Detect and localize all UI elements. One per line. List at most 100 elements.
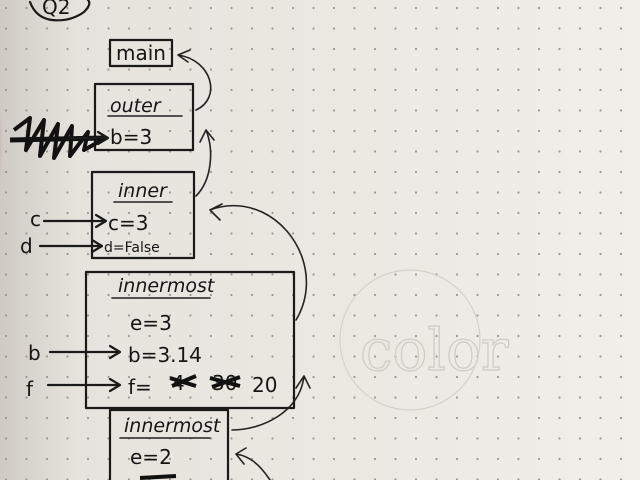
grid-dot: [148, 27, 151, 30]
grid-dot: [599, 437, 602, 440]
grid-dot: [373, 211, 377, 215]
grid-dot: [148, 109, 151, 112]
grid-dot: [209, 68, 213, 71]
thumb-edge: [0, 105, 14, 225]
grid-dot: [25, 355, 28, 358]
grid-dot: [148, 273, 151, 276]
grid-dot: [312, 355, 315, 358]
grid-dot: [148, 6, 151, 10]
grid-dot: [496, 252, 500, 256]
grid-dot: [373, 375, 377, 379]
grid-dot: [619, 109, 623, 112]
grid-dot: [271, 68, 274, 71]
grid-dot: [517, 334, 520, 338]
grid-dot: [230, 88, 233, 92]
grid-dot: [86, 416, 90, 420]
grid-dot: [148, 375, 151, 379]
grid-dot: [86, 211, 90, 215]
grid-dot: [455, 375, 459, 379]
grid-dot: [312, 375, 315, 379]
grid-dot: [599, 150, 602, 153]
grid-dot: [558, 191, 561, 194]
grid-dot: [558, 437, 561, 440]
grid-dot: [4, 129, 8, 133]
grid-dot: [517, 396, 520, 399]
grid-dot: [168, 47, 172, 51]
grid-dot: [4, 293, 8, 297]
grid-dot: [373, 170, 377, 174]
grid-dot: [66, 375, 69, 379]
grid-dot: [4, 396, 8, 399]
grid-dot: [414, 211, 418, 215]
grid-dot: [107, 232, 110, 235]
grid-dot: [271, 437, 274, 440]
grid-dot: [209, 232, 213, 235]
grid-dot: [558, 416, 561, 420]
grid-dot: [496, 170, 500, 174]
grid-dot: [353, 129, 356, 133]
crossed-out-values: 4 30: [169, 371, 241, 395]
grid-dot: [86, 150, 90, 153]
grid-dot: [4, 6, 8, 10]
grid-dot: [537, 88, 541, 92]
grid-dot: [599, 293, 602, 297]
grid-dot: [558, 273, 561, 276]
grid-dot: [558, 6, 561, 10]
frame-innermost-1-title: innermost: [118, 275, 216, 297]
arrow-f: [46, 377, 122, 393]
grid-dot: [230, 27, 233, 30]
grid-dot: [127, 273, 131, 276]
outside-label-d: d: [20, 234, 33, 258]
grid-dot: [25, 109, 28, 112]
grid-dot: [394, 437, 397, 440]
grid-dot: [435, 355, 438, 358]
grid-dot: [353, 170, 356, 174]
grid-dot: [537, 211, 541, 215]
grid-dot: [45, 232, 49, 235]
grid-dot: [291, 88, 295, 92]
grid-dot: [537, 396, 541, 399]
grid-dot: [558, 27, 561, 30]
grid-dot: [353, 47, 356, 51]
grid-dot: [168, 88, 172, 92]
grid-dot: [496, 416, 500, 420]
grid-dot: [230, 334, 233, 338]
grid-dot: [209, 273, 213, 276]
grid-dot: [537, 437, 541, 440]
grid-dot: [230, 129, 233, 133]
grid-dot: [578, 314, 582, 317]
grid-dot: [537, 68, 541, 71]
grid-dot: [250, 150, 254, 153]
grid-dot: [230, 109, 233, 112]
grid-dot: [435, 129, 438, 133]
grid-dot: [578, 129, 582, 133]
grid-dot: [230, 6, 233, 10]
grid-dot: [435, 232, 438, 235]
grid-dot: [107, 88, 110, 92]
grid-dot: [66, 396, 69, 399]
grid-dot: [455, 232, 459, 235]
grid-dot: [127, 252, 131, 256]
grid-dot: [250, 191, 254, 194]
grid-dot: [291, 68, 295, 71]
grid-dot: [496, 47, 500, 51]
grid-dot: [558, 334, 561, 338]
grid-dot: [455, 396, 459, 399]
grid-dot: [373, 355, 377, 358]
grid-dot: [455, 27, 459, 30]
grid-dot: [127, 109, 131, 112]
grid-dot: [455, 314, 459, 317]
grid-dot: [189, 211, 192, 215]
grid-dot: [558, 68, 561, 71]
grid-dot: [353, 273, 356, 276]
grid-dot: [435, 396, 438, 399]
grid-dot: [127, 314, 131, 317]
grid-dot: [189, 88, 192, 92]
grid-dot: [435, 68, 438, 71]
grid-dot: [45, 457, 49, 461]
grid-dot: [476, 109, 479, 112]
frame-innermost-1-binding-b: b=3.14: [128, 343, 202, 367]
grid-dot: [476, 211, 479, 215]
grid-dot: [353, 355, 356, 358]
grid-dot: [45, 6, 49, 10]
